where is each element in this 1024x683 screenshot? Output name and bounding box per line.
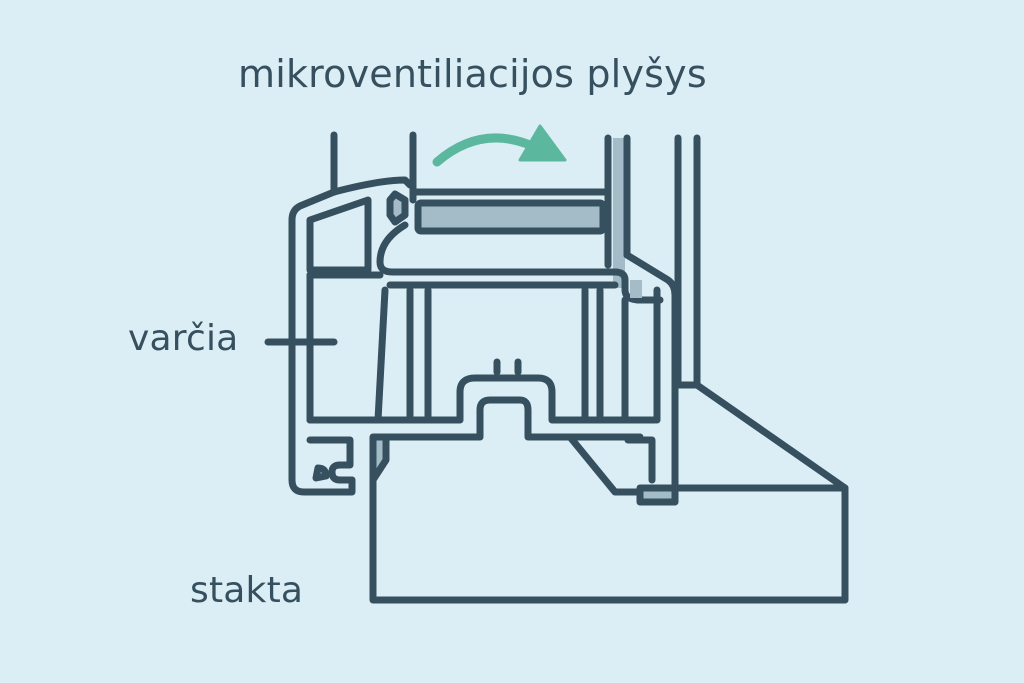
sash-right-profile	[623, 251, 679, 494]
frame-box	[369, 476, 849, 604]
gasket	[386, 190, 409, 226]
curved-arrow-icon	[432, 124, 567, 167]
gray-seal	[312, 464, 330, 482]
gray-seal	[630, 280, 642, 298]
frame-label: stakta	[190, 570, 304, 611]
sash-bottom-chamber	[306, 436, 356, 484]
sash-top-curve	[330, 176, 414, 196]
diagram-title: mikroventiliacijos plyšys	[238, 52, 707, 96]
gray-seal	[369, 433, 390, 484]
sash-bottom-profile	[306, 374, 659, 424]
glazing-bead	[414, 199, 607, 235]
sash-outer-profile	[288, 188, 356, 496]
frame-top-profile	[376, 396, 644, 441]
sash-right-connector	[611, 268, 664, 304]
frame-sill-slope	[693, 381, 849, 492]
sash-chamber	[306, 196, 372, 274]
sash-inner-wall	[374, 286, 389, 424]
frame-diagonal	[566, 433, 679, 496]
sash-label: varčia	[128, 318, 239, 359]
gray-seal	[636, 484, 679, 506]
frame-right-chamber	[624, 436, 656, 484]
gray-seal	[613, 138, 625, 288]
sash-inner-curve	[376, 221, 619, 276]
